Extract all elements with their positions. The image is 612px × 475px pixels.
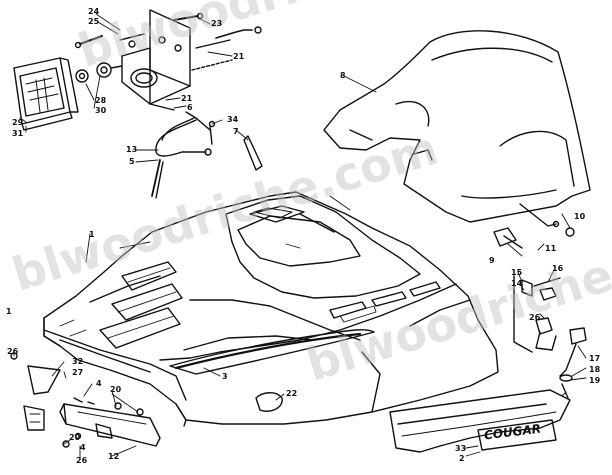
label-26-right: 26 [529, 313, 541, 322]
label-13: 13 [126, 145, 138, 154]
headlight-assembly [13, 57, 123, 131]
label-31: 31 [12, 129, 24, 138]
bulb [75, 69, 89, 83]
label-26-top: 26 [7, 347, 19, 356]
label-7: 7 [233, 127, 239, 136]
strap [243, 135, 263, 171]
label-30: 30 [95, 106, 107, 115]
label-24: 24 [88, 7, 100, 16]
label-10: 10 [574, 212, 586, 221]
label-1-hood: 1 [89, 230, 95, 239]
decal-plate [477, 419, 557, 451]
label-8: 8 [340, 71, 346, 80]
label-4-bottom: 4 [80, 443, 86, 452]
bolts-upper [74, 12, 262, 71]
label-18: 18 [589, 365, 601, 374]
label-20-bottom: 20 [69, 433, 81, 442]
right-side-hardware [493, 203, 587, 399]
label-21-top: 21 [233, 52, 245, 61]
label-20-top: 20 [110, 385, 122, 394]
label-1-left: 1 [6, 307, 12, 316]
label-29: 29 [12, 118, 24, 127]
label-32: 32 [72, 357, 84, 366]
windshield [323, 30, 591, 223]
label-11: 11 [545, 244, 557, 253]
headlight-housing-side [59, 57, 79, 113]
label-9: 9 [489, 256, 495, 265]
label-12: 12 [108, 452, 120, 461]
headlight-reflector [19, 67, 65, 117]
label-23: 23 [211, 19, 223, 28]
side-decal [389, 389, 571, 453]
label-16: 16 [552, 264, 564, 273]
bracket-32 [27, 365, 61, 395]
label-6: 6 [187, 103, 193, 112]
mount-plate [23, 405, 45, 431]
leader-lines [13, 13, 587, 459]
label-5: 5 [129, 157, 135, 166]
wire-harness [151, 111, 263, 199]
emblem-22 [255, 392, 283, 412]
label-33: 33 [455, 444, 467, 453]
label-22: 22 [286, 389, 298, 398]
bulb-socket [96, 62, 112, 78]
label-17: 17 [589, 354, 601, 363]
label-14: 14 [511, 279, 523, 288]
label-15: 15 [511, 268, 523, 277]
label-2: 2 [459, 454, 465, 463]
front-bumper-bracket [10, 352, 161, 448]
headlight-bracket [119, 9, 191, 111]
label-26-bottom: 26 [76, 456, 88, 465]
label-4-top: 4 [96, 379, 102, 388]
label-27: 27 [72, 368, 84, 377]
label-34: 34 [227, 115, 239, 124]
label-25: 25 [88, 17, 100, 26]
label-19: 19 [589, 376, 601, 385]
label-21-mid: 21 [181, 94, 193, 103]
label-28: 28 [95, 96, 107, 105]
hood [43, 191, 499, 427]
label-3: 3 [222, 372, 228, 381]
